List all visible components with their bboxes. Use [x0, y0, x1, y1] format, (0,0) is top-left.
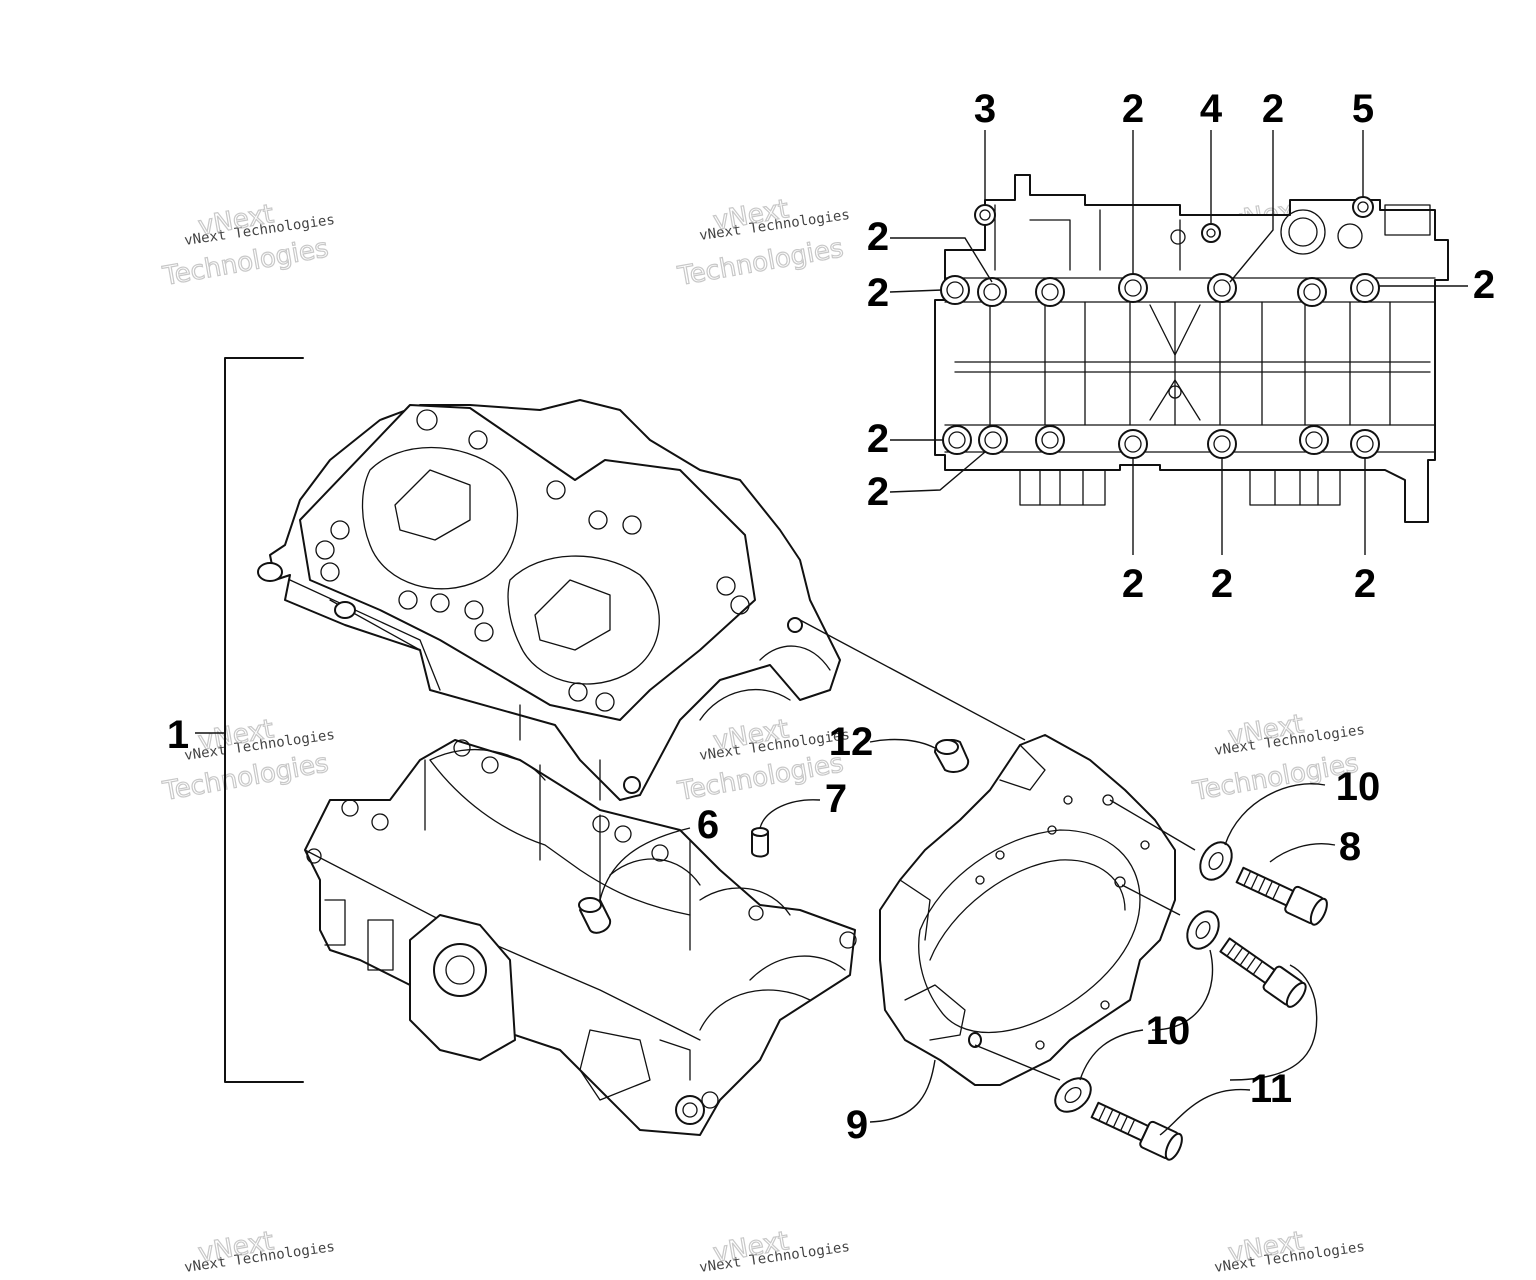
dowel-pin-6 [578, 897, 612, 934]
callout-2: 2 [1122, 562, 1144, 606]
washer-10-lower [1054, 1077, 1092, 1113]
cap-screw-8 [1235, 866, 1328, 926]
callout-2: 2 [867, 215, 889, 259]
callout-2: 2 [1211, 562, 1233, 606]
lower-crankcase-half [304, 739, 857, 1136]
callout-2: 2 [1122, 87, 1144, 131]
callout-11: 11 [1250, 1067, 1292, 1111]
leader-lines-bottom [599, 738, 1336, 1136]
assembly-bracket [195, 357, 304, 1083]
upper-crankcase-half [257, 399, 841, 801]
callout-2: 2 [1473, 263, 1495, 307]
callout-10: 10 [1146, 1009, 1191, 1053]
callout-8: 8 [1339, 825, 1361, 869]
washer-10-middle [1186, 910, 1220, 950]
callout-2: 2 [867, 271, 889, 315]
callout-2: 2 [867, 417, 889, 461]
callout-5: 5 [1352, 87, 1374, 131]
crankcase-bottom-view [934, 174, 1449, 523]
stud-boss-row-top [940, 273, 1380, 307]
alignment-line [1109, 799, 1196, 851]
callout-2: 2 [867, 470, 889, 514]
callout-9: 9 [846, 1103, 868, 1147]
dowel-pin-7 [751, 827, 769, 858]
callout-4: 4 [1200, 87, 1223, 131]
cap-screw-11-upper [1219, 937, 1307, 1008]
case-bolt-holes [306, 739, 857, 1109]
callout-7: 7 [825, 777, 847, 821]
stud-boss-row-bottom [942, 425, 1380, 459]
bearing-housing [879, 734, 1176, 1086]
washer-10-upper [1199, 841, 1233, 881]
cap-screw-11-lower [1090, 1101, 1183, 1161]
leader-lines-top [889, 130, 1468, 555]
callout-2: 2 [1262, 87, 1284, 131]
callout-3: 3 [974, 87, 996, 131]
callout-10: 10 [1336, 765, 1381, 809]
alignment-line [974, 1044, 1061, 1081]
alignment-line [1121, 884, 1181, 916]
alignment-line [799, 619, 1026, 741]
callout-6: 6 [697, 803, 719, 847]
callout-1: 1 [167, 713, 189, 757]
callout-labels: 3 2 4 2 5 2 2 2 2 2 2 2 2 1 12 7 6 10 8 … [167, 87, 1495, 1147]
dowel-pin-12 [934, 739, 970, 773]
callout-2: 2 [1354, 562, 1376, 606]
callout-12: 12 [829, 720, 874, 764]
head-bolt-holes [315, 409, 750, 712]
